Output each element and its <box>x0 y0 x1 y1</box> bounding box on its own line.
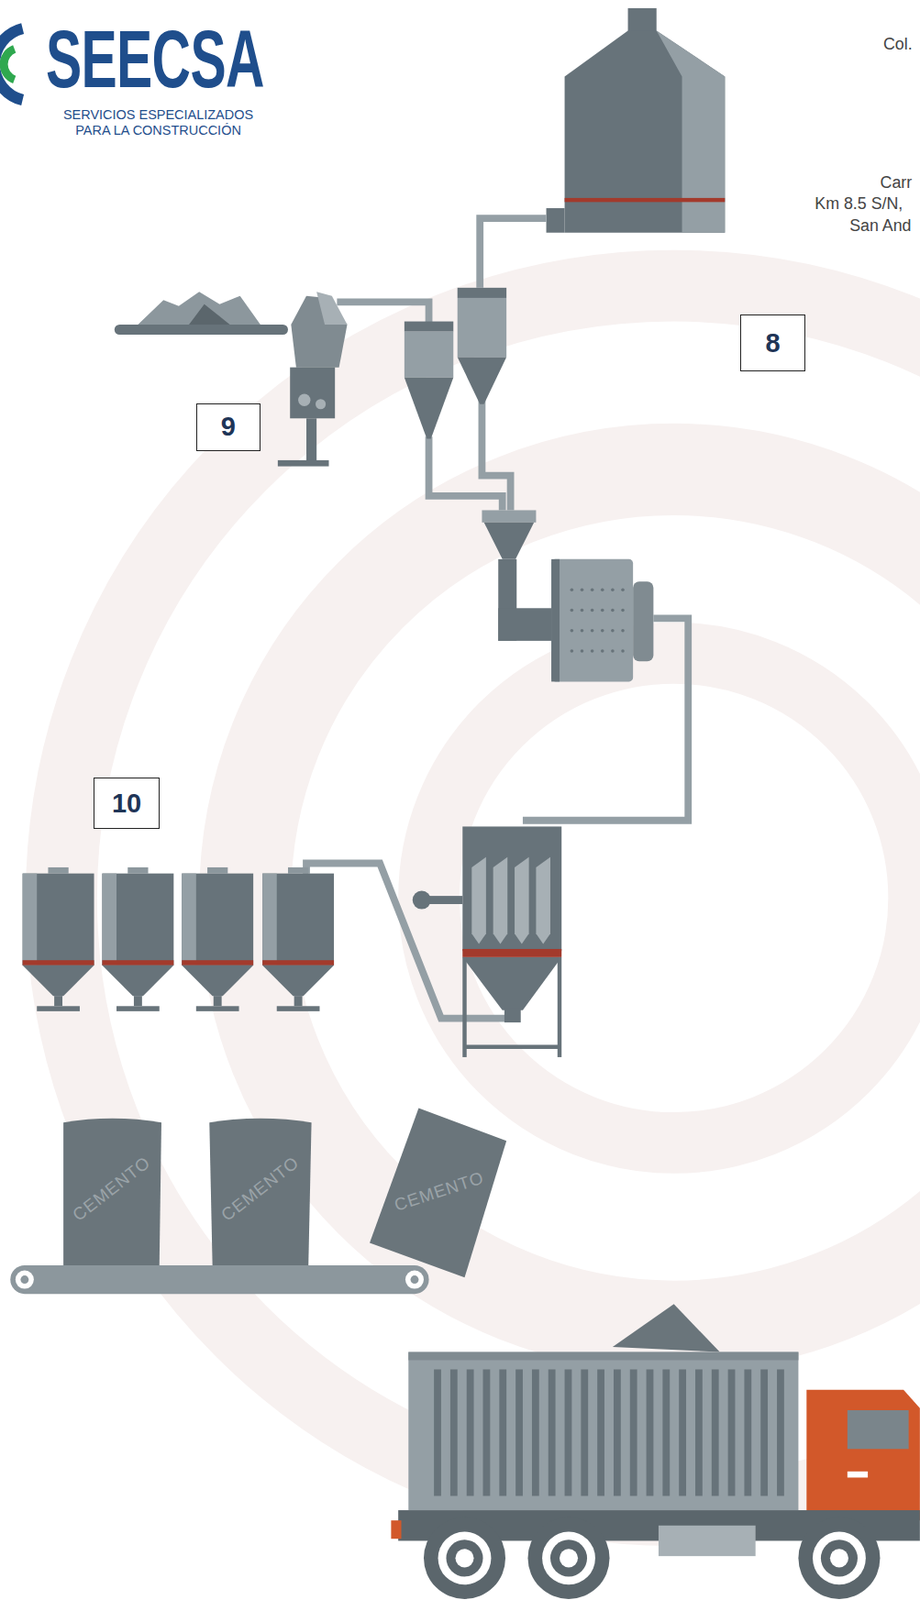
crusher <box>114 291 348 466</box>
callout-box: 9 <box>196 403 261 452</box>
callout-number: 8 <box>765 328 781 359</box>
address-text: Col. <box>883 34 913 55</box>
callout-box: 10 <box>93 777 159 830</box>
logo-icon <box>0 28 23 100</box>
bag-label: CEMENTO <box>69 1152 156 1227</box>
storage-silo <box>546 8 726 233</box>
address-text: San And <box>849 216 911 236</box>
bag-filter <box>412 826 562 1058</box>
logo-tagline: SERVICIOS ESPECIALIZADOS PARA LA CONSTRU… <box>61 107 256 140</box>
watermark <box>61 286 920 1511</box>
cyclone <box>404 288 507 440</box>
pipes <box>306 218 688 1020</box>
callout-number: 10 <box>111 788 142 820</box>
callout-number: 9 <box>221 411 236 443</box>
address-text: Carr <box>880 173 913 193</box>
cement-silos <box>22 867 334 1012</box>
logo-wordmark: SEECSA <box>45 18 265 100</box>
bag-conveyor <box>10 1108 507 1296</box>
bag-label: CEMENTO <box>217 1152 304 1227</box>
truck <box>390 1304 920 1600</box>
address-text: Km 8.5 S/N, <box>814 194 903 214</box>
ball-mill <box>481 509 654 682</box>
callout-box: 8 <box>740 314 806 372</box>
bag-label: CEMENTO <box>391 1168 487 1218</box>
